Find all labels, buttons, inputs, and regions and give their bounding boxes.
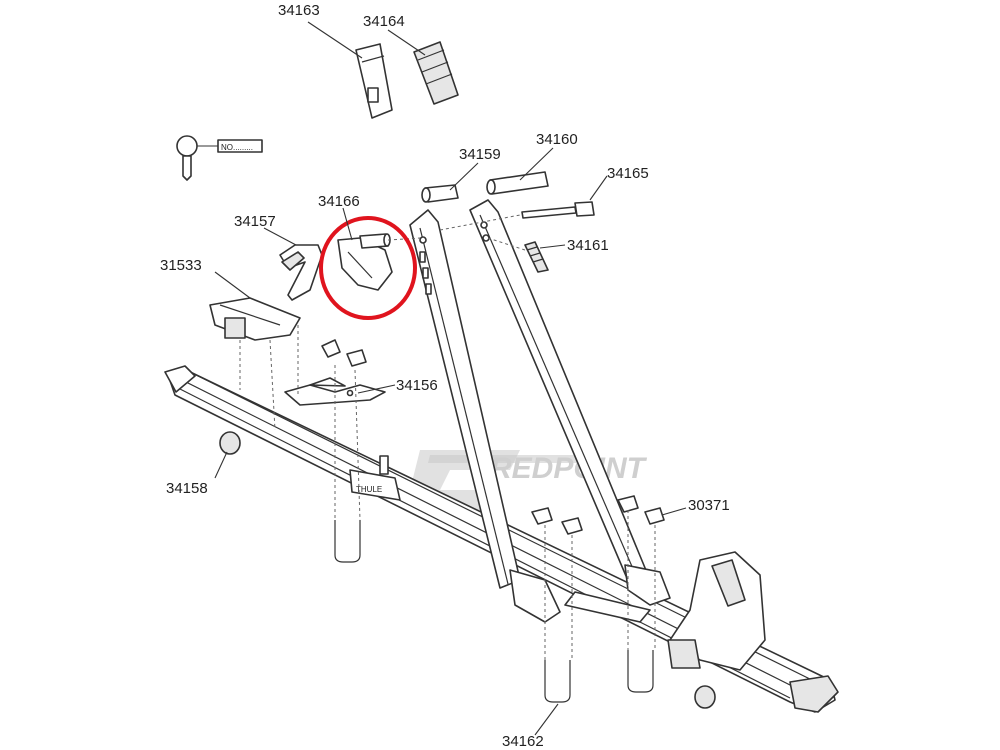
brand-mark: THULE (356, 485, 382, 494)
ubolt-rear-left (544, 660, 571, 703)
rear-arm (469, 199, 651, 591)
watermark-text: REDPOINT (490, 452, 648, 485)
wheel-holder-front (209, 297, 301, 341)
label-34157: 34157 (234, 213, 276, 230)
part-34161-shape (487, 237, 549, 273)
label-34161: 34161 (567, 237, 609, 254)
ubolt-front (334, 520, 361, 563)
label-34166: 34166 (318, 193, 360, 210)
label-34160: 34160 (536, 131, 578, 148)
key-icon: NO......... (176, 135, 263, 181)
knob-group-front (321, 339, 367, 367)
label-34158: 34158 (166, 480, 208, 497)
label-34164: 34164 (363, 13, 405, 30)
label-31533: 31533 (160, 257, 202, 274)
part-34166-shape (337, 233, 421, 291)
wheel-holder-rear (667, 551, 766, 671)
label-34165: 34165 (607, 165, 649, 182)
part-34164-shape (413, 41, 459, 105)
front-arm (409, 209, 521, 589)
key-number-tag: NO......... (221, 143, 253, 152)
highlight-circle (319, 216, 417, 320)
part-34157-shape (279, 244, 323, 301)
frame-clamp: THULE (349, 455, 401, 501)
ubolt-rear-right (627, 650, 654, 693)
label-34163: 34163 (278, 2, 320, 19)
part-labels: 34163 34164 34159 34160 34165 34166 3415… (160, 2, 730, 750)
label-30371: 30371 (688, 497, 730, 514)
leader-lines (214, 21, 687, 736)
part-34158-shape (219, 431, 716, 709)
part-34163-shape (355, 43, 393, 119)
label-34156: 34156 (396, 377, 438, 394)
assembly-guides (239, 325, 656, 660)
label-34159: 34159 (459, 146, 501, 163)
part-34160-shape (486, 171, 549, 195)
part-34165-shape (439, 201, 595, 231)
knob-group-rear (531, 495, 665, 535)
part-34159-shape (421, 184, 459, 203)
arm-base-bracket (509, 564, 671, 623)
label-34162: 34162 (502, 733, 544, 750)
